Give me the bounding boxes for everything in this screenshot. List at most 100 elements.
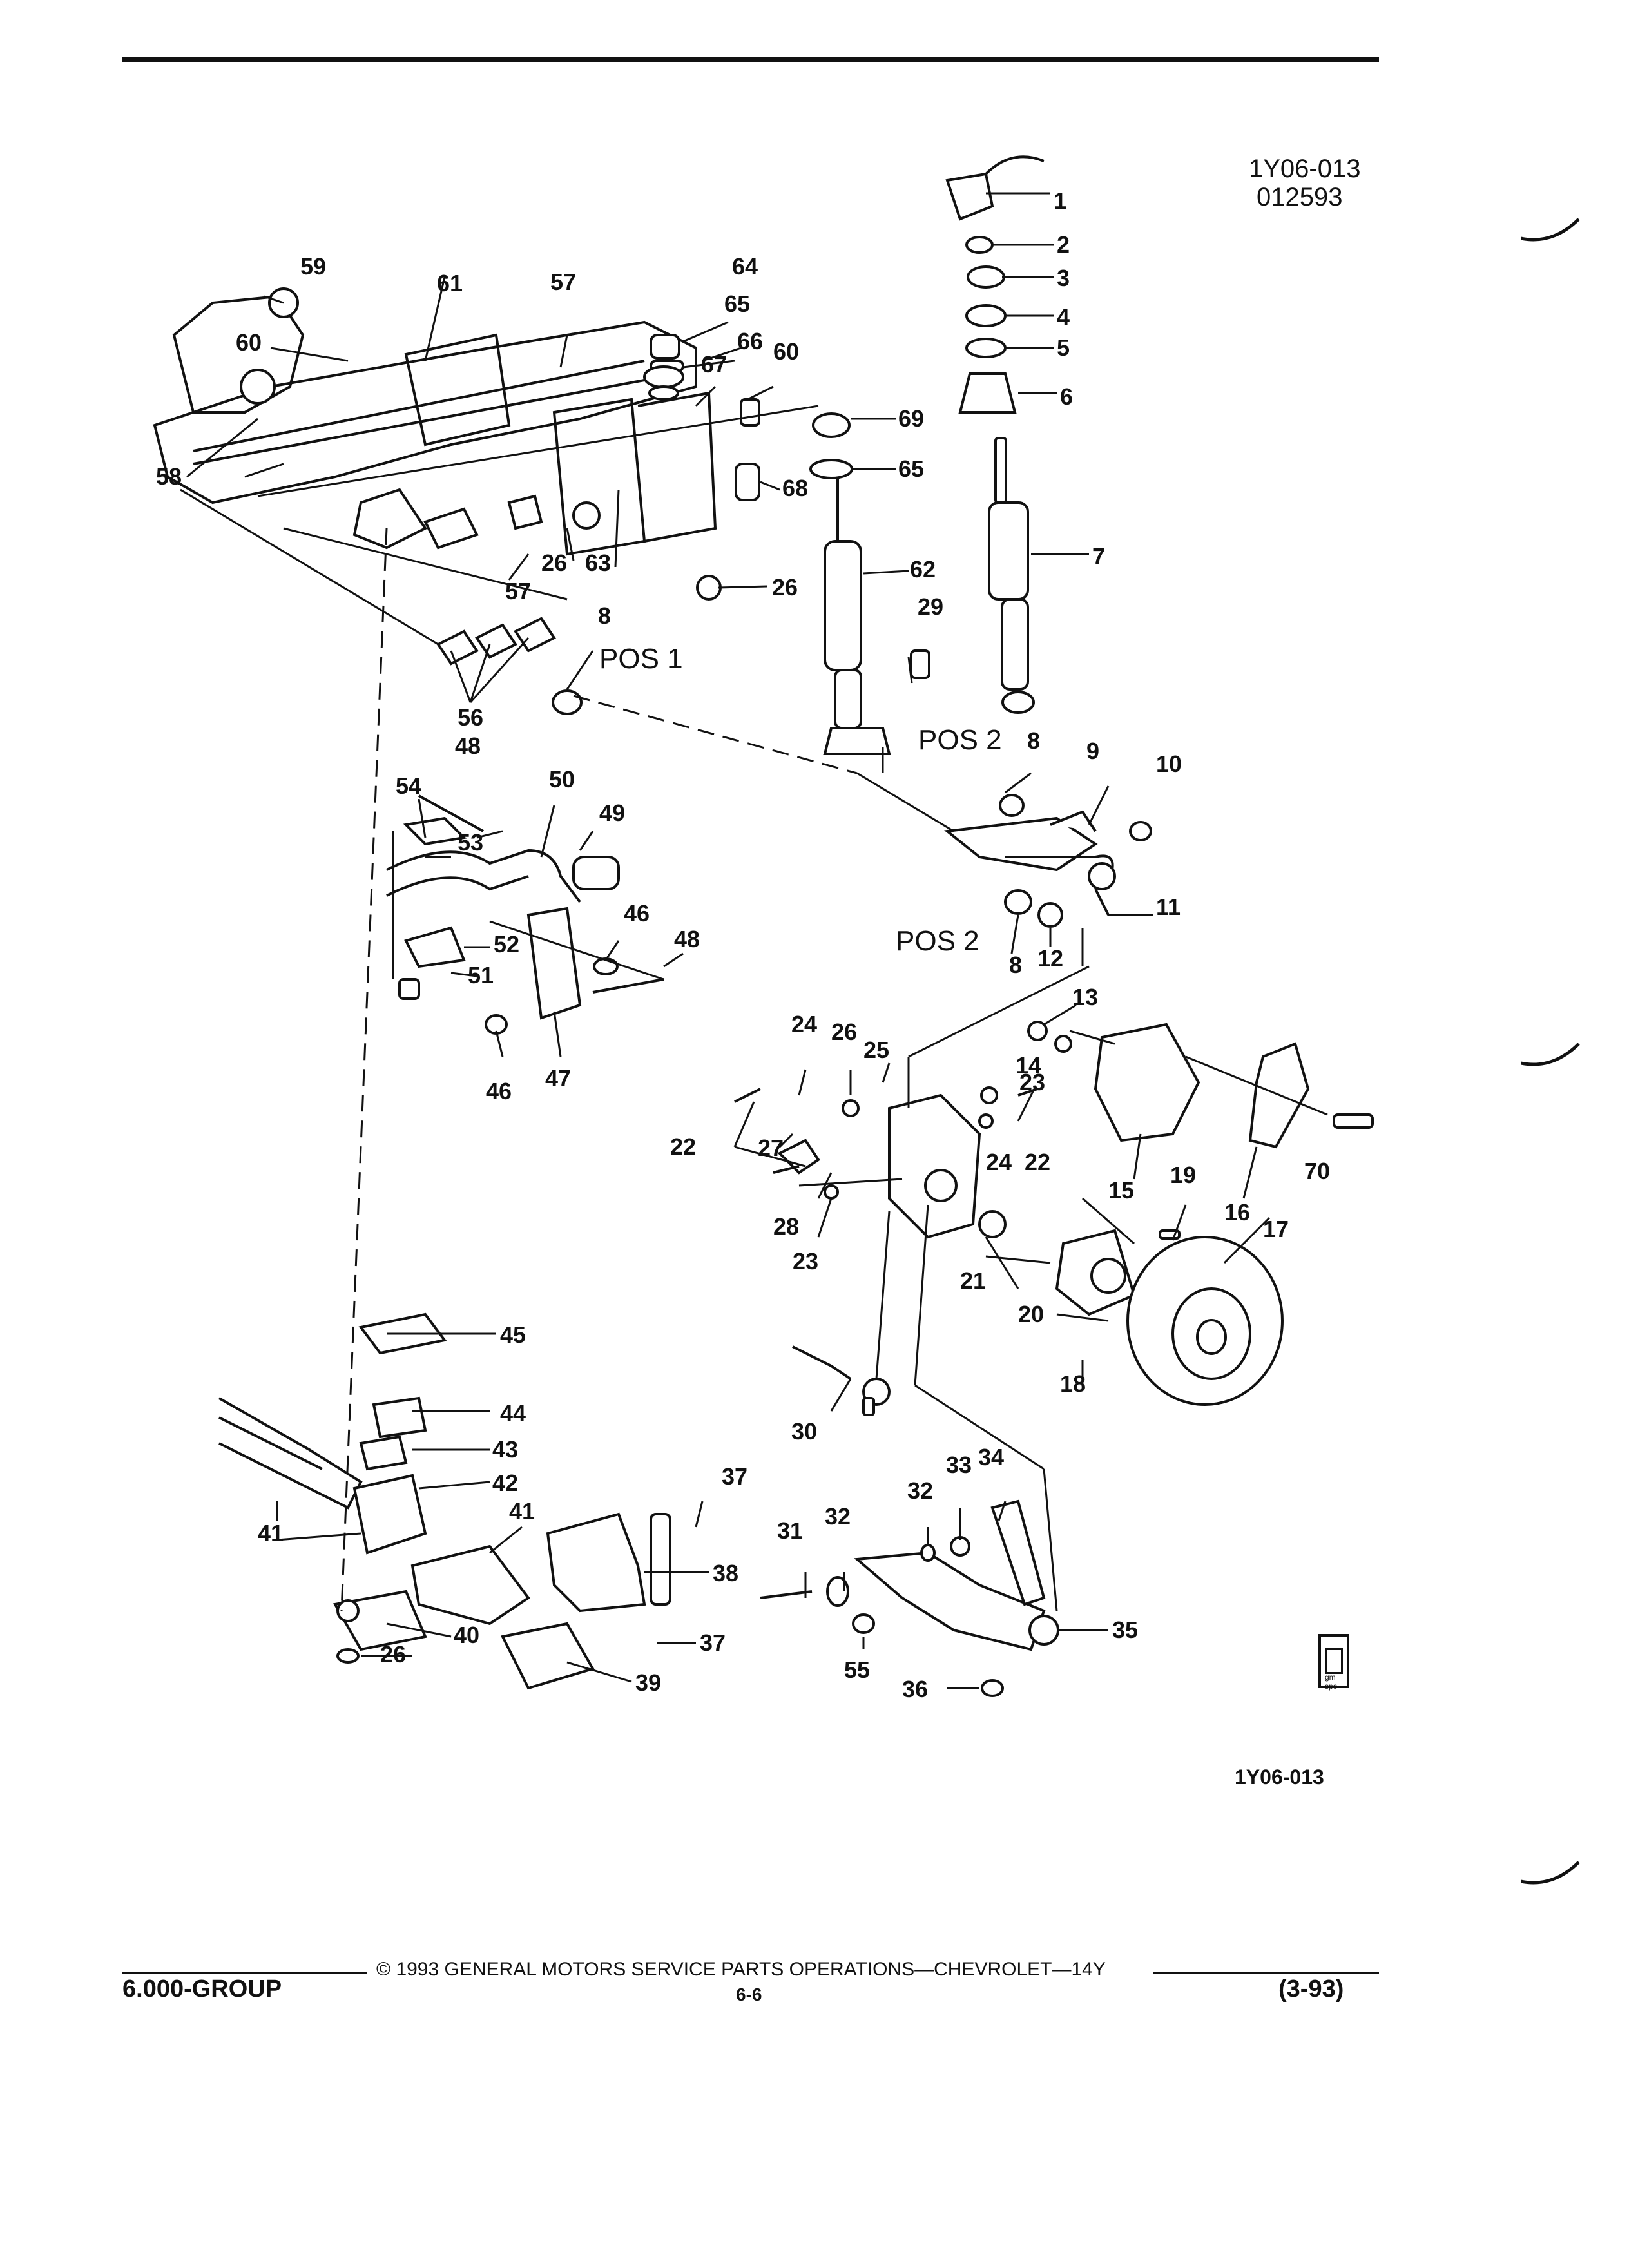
footer-page-number: 6-6 — [736, 1984, 762, 2004]
callout-11: 11 — [1156, 894, 1181, 920]
callout-48-upper: 48 — [455, 733, 481, 759]
callout-32-left: 32 — [825, 1503, 851, 1530]
knuckle-rotor-drawing — [734, 1021, 1374, 1406]
callout-26-knuckle: 26 — [831, 1019, 858, 1045]
footer-copyright: © 1993 GENERAL MOTORS SERVICE PARTS OPER… — [376, 1959, 1106, 1980]
callout-36: 36 — [902, 1676, 929, 1702]
callout-27: 27 — [758, 1135, 784, 1161]
frame-assembly-drawing — [153, 287, 760, 601]
figure-code: 1Y06-013 — [1249, 155, 1361, 183]
callout-19: 19 — [1170, 1162, 1197, 1188]
lower-control-arm-drawing — [760, 1499, 1059, 1697]
callout-18: 18 — [1060, 1370, 1086, 1397]
callout-38: 38 — [713, 1560, 739, 1586]
callout-24-right: 24 — [986, 1149, 1012, 1175]
callout-22-right: 22 — [1025, 1149, 1051, 1175]
callout-31: 31 — [777, 1517, 804, 1544]
callout-43: 43 — [492, 1436, 519, 1463]
callout-7: 7 — [1092, 543, 1106, 570]
figure-date: 012593 — [1257, 183, 1343, 211]
callout-53: 53 — [458, 829, 484, 856]
callout-42: 42 — [492, 1470, 519, 1496]
figure-code-bottom: 1Y06-013 — [1235, 1765, 1324, 1789]
callout-35: 35 — [1112, 1617, 1139, 1643]
callout-26-bracket: 26 — [380, 1641, 407, 1667]
callout-17: 17 — [1263, 1216, 1289, 1242]
footer-group: 6.000-GROUP — [122, 1975, 282, 2003]
pos-label-1: POS 1 — [599, 643, 683, 675]
callout-15: 15 — [1108, 1177, 1135, 1204]
callout-12: 12 — [1037, 945, 1064, 972]
callout-3: 3 — [1057, 265, 1070, 291]
callout-8-pos2-arm: 8 — [1009, 952, 1023, 978]
margin-mark-2 — [1521, 1043, 1580, 1066]
callout-39: 39 — [635, 1669, 662, 1696]
callout-37-upper: 37 — [722, 1463, 748, 1490]
pos-label-2-arm: POS 2 — [896, 925, 979, 957]
callout-13: 13 — [1072, 984, 1099, 1010]
callout-67: 67 — [701, 351, 728, 378]
callout-8-pos1: 8 — [598, 602, 612, 629]
callout-65-lower: 65 — [898, 456, 925, 482]
callout-56: 56 — [458, 704, 484, 731]
callout-63: 63 — [585, 550, 612, 576]
callout-49: 49 — [599, 800, 626, 826]
callout-1: 1 — [1054, 187, 1067, 214]
callout-20: 20 — [1018, 1301, 1045, 1327]
callout-52: 52 — [494, 931, 520, 957]
callout-29: 29 — [918, 593, 944, 620]
callout-69: 69 — [898, 405, 925, 432]
callout-57-lower: 57 — [505, 578, 532, 604]
callout-51: 51 — [468, 962, 494, 988]
shock-absorber-62-drawing — [735, 412, 930, 755]
callout-47: 47 — [545, 1065, 572, 1091]
shock-absorber-7-drawing — [945, 155, 1045, 714]
callout-55: 55 — [844, 1657, 871, 1683]
pos-label-2-shock: POS 2 — [918, 724, 1002, 756]
callout-54: 54 — [396, 773, 422, 799]
callout-8-pos2-shock: 8 — [1027, 727, 1041, 754]
construction-lines — [180, 405, 1328, 1611]
footer-rule-right — [1153, 1972, 1379, 1974]
callout-58: 58 — [156, 463, 182, 490]
callout-5: 5 — [1057, 334, 1070, 361]
top-rule — [122, 57, 1379, 62]
callout-16: 16 — [1224, 1199, 1251, 1225]
callout-57-upper: 57 — [550, 269, 577, 295]
callout-64: 64 — [732, 253, 758, 280]
callout-62: 62 — [910, 556, 936, 582]
margin-mark-1 — [1521, 218, 1580, 242]
callout-68: 68 — [782, 475, 809, 501]
leader-lines — [186, 192, 1271, 1689]
callout-2: 2 — [1057, 231, 1070, 258]
upper-control-arm-drawing — [944, 794, 1152, 928]
leaf-spring-drawing — [218, 1312, 671, 1690]
gm-spo-logo-icon: gm spo — [1318, 1634, 1349, 1691]
callout-46-upper: 46 — [624, 900, 650, 927]
callout-70: 70 — [1304, 1158, 1331, 1184]
callout-48-lower: 48 — [674, 926, 700, 952]
callout-25: 25 — [863, 1037, 890, 1063]
callout-32-right: 32 — [907, 1477, 934, 1504]
callout-65-upper: 65 — [724, 291, 751, 317]
callout-22-left: 22 — [670, 1133, 697, 1160]
callout-26-shock: 26 — [772, 574, 798, 601]
callout-6: 6 — [1060, 383, 1074, 410]
callout-59: 59 — [300, 253, 327, 280]
callout-21: 21 — [960, 1267, 987, 1294]
callout-45: 45 — [500, 1321, 526, 1348]
callout-14: 14 — [1016, 1052, 1042, 1079]
logo-text: gm spo — [1325, 1673, 1338, 1691]
callout-34: 34 — [978, 1444, 1005, 1470]
callout-23-lower: 23 — [793, 1248, 819, 1274]
callout-44: 44 — [500, 1400, 526, 1427]
callout-28: 28 — [773, 1213, 800, 1240]
tie-rod-end-drawing — [792, 1345, 891, 1416]
footer-rule-left — [122, 1972, 367, 1974]
callout-37-lower: 37 — [700, 1629, 726, 1656]
callout-10: 10 — [1156, 751, 1182, 777]
callout-24-left: 24 — [791, 1011, 818, 1037]
callout-41-spring: 41 — [258, 1520, 284, 1546]
callout-60-right: 60 — [773, 338, 800, 365]
